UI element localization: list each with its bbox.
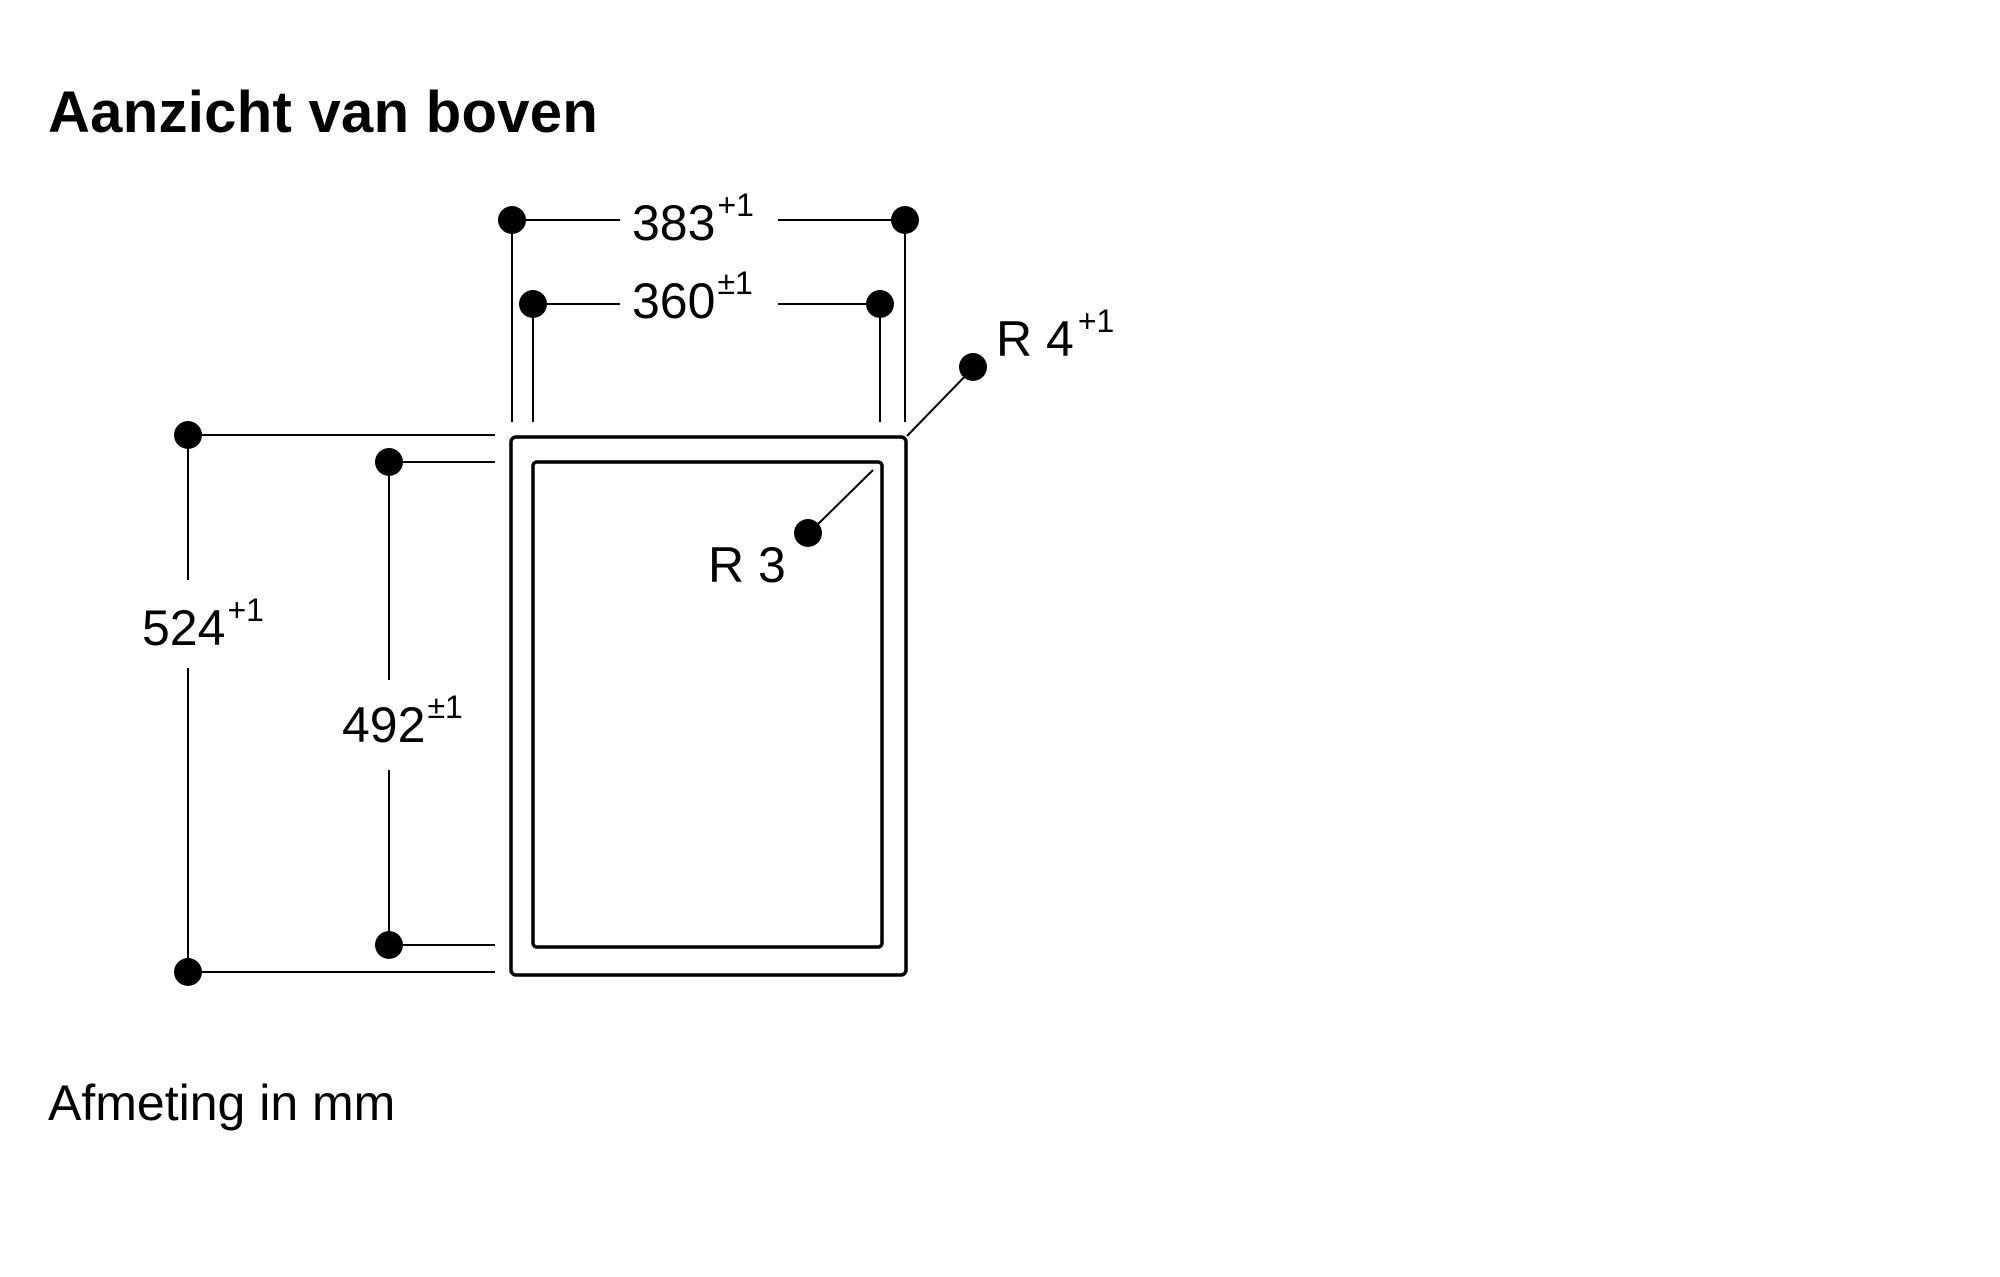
outer-width-right-dot xyxy=(891,206,919,234)
inner-radius-dimension: R 3 xyxy=(708,469,874,593)
page-title: Aanzicht van boven xyxy=(48,80,599,145)
outer-width-value: 383 xyxy=(632,195,715,251)
inner-width-right-dot xyxy=(866,290,894,318)
outer-radius-dimension: R 4+1 xyxy=(906,303,1114,437)
inner-height-top-dot xyxy=(375,448,403,476)
outer-frame xyxy=(509,435,908,977)
outer-radius-tolerance: +1 xyxy=(1078,303,1114,339)
inner-height-tolerance: ±1 xyxy=(427,689,462,725)
unit-note: Afmeting in mm xyxy=(48,1075,396,1131)
inner-width-value: 360 xyxy=(632,273,715,329)
outer-height-tolerance: +1 xyxy=(227,592,263,628)
inner-frame xyxy=(531,460,884,949)
outer-radius-dot xyxy=(959,353,987,381)
outer-height-top-dot xyxy=(174,421,202,449)
outer-height-bottom-dot xyxy=(174,958,202,986)
outer-width-left-dot xyxy=(498,206,526,234)
svg-text:R 4+1: R 4+1 xyxy=(996,303,1114,367)
inner-width-dimension: 360±1 xyxy=(519,265,894,422)
inner-height-dimension: 492±1 xyxy=(342,448,495,959)
svg-text:492±1: 492±1 xyxy=(342,689,463,753)
inner-radius-value: R 3 xyxy=(708,537,786,593)
outer-width-dimension: 383+1 xyxy=(498,187,919,422)
outer-width-tolerance: +1 xyxy=(717,187,753,223)
svg-text:524+1: 524+1 xyxy=(142,592,264,656)
inner-height-bottom-dot xyxy=(375,931,403,959)
outer-radius-value: R 4 xyxy=(996,311,1074,367)
inner-width-tolerance: ±1 xyxy=(717,265,752,301)
svg-text:383+1: 383+1 xyxy=(632,187,754,251)
inner-radius-dot xyxy=(794,519,822,547)
inner-width-left-dot xyxy=(519,290,547,318)
inner-height-value: 492 xyxy=(342,697,425,753)
svg-text:360±1: 360±1 xyxy=(632,265,753,329)
outer-height-dimension: 524+1 xyxy=(142,421,495,986)
outer-height-value: 524 xyxy=(142,600,225,656)
svg-text:R 3: R 3 xyxy=(708,537,786,593)
